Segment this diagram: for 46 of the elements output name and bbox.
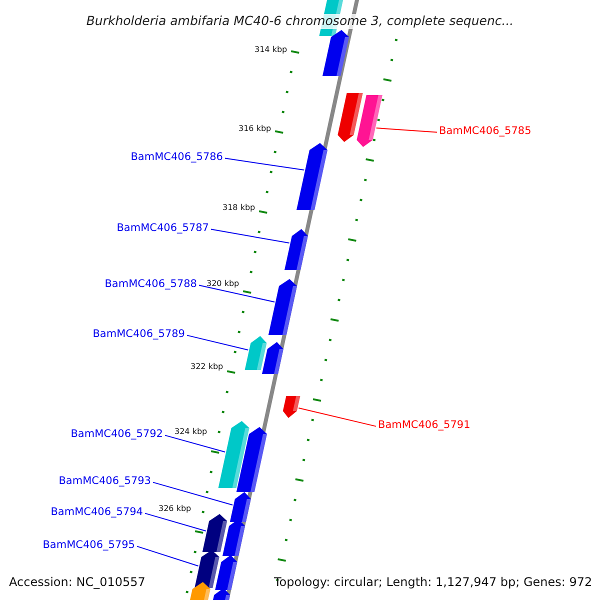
gene-label: BamMC406_5787 [116, 223, 209, 234]
scale-label: 320 kbp [206, 280, 240, 288]
gene-feature [188, 582, 210, 600]
leader-line [224, 158, 305, 170]
gene-feature [282, 396, 300, 418]
gene-label: BamMC406_5786 [130, 152, 223, 162]
leader-line [152, 482, 234, 506]
scale-label: 326 kbp [158, 505, 192, 513]
gene-feature [356, 95, 382, 147]
gene-label: BamMC406_5795 [42, 540, 135, 550]
gene-feature [296, 143, 328, 210]
leader-line [376, 128, 438, 133]
gene-feature [194, 550, 220, 588]
scale-label: 316 kbp [238, 125, 272, 133]
gene-feature [322, 30, 349, 76]
scale-label: 324 kbp [174, 428, 208, 436]
scale-label: 318 kbp [222, 204, 256, 212]
gene-feature [236, 427, 267, 492]
accession-text: Accession: NC_010557 [9, 576, 146, 588]
gene-feature [218, 421, 250, 488]
gene-feature [202, 514, 228, 552]
gene-label: BamMC406_5789 [92, 329, 185, 340]
gene-feature [230, 492, 251, 522]
gene-feature [244, 336, 267, 370]
leader-line [186, 334, 249, 350]
gene-label: BamMC406_5791 [378, 420, 470, 430]
gene-label: BamMC406_5788 [104, 279, 197, 290]
gene-feature [210, 588, 230, 600]
gene-label: BamMC406_5793 [58, 476, 151, 486]
scale-label: 322 kbp [190, 363, 224, 371]
leader-line [298, 408, 376, 427]
summary-text: Topology: circular; Length: 1,127,947 bp; Genes: 972 [274, 576, 592, 588]
gene-feature [262, 342, 284, 374]
gene-feature [268, 279, 297, 335]
gene-feature [222, 519, 245, 556]
leader-line [144, 512, 206, 532]
gene-label: BamMC406_5792 [70, 429, 163, 440]
gene-feature [338, 93, 363, 142]
gene-label: BamMC406_5785 [439, 126, 532, 136]
leader-line [210, 228, 290, 244]
gene-feature [284, 229, 308, 270]
leader-line [164, 434, 226, 452]
leader-line [136, 546, 199, 566]
scale-label: 314 kbp [254, 46, 288, 54]
leader-line [198, 284, 276, 302]
gene-label: BamMC406_5794 [50, 507, 143, 518]
